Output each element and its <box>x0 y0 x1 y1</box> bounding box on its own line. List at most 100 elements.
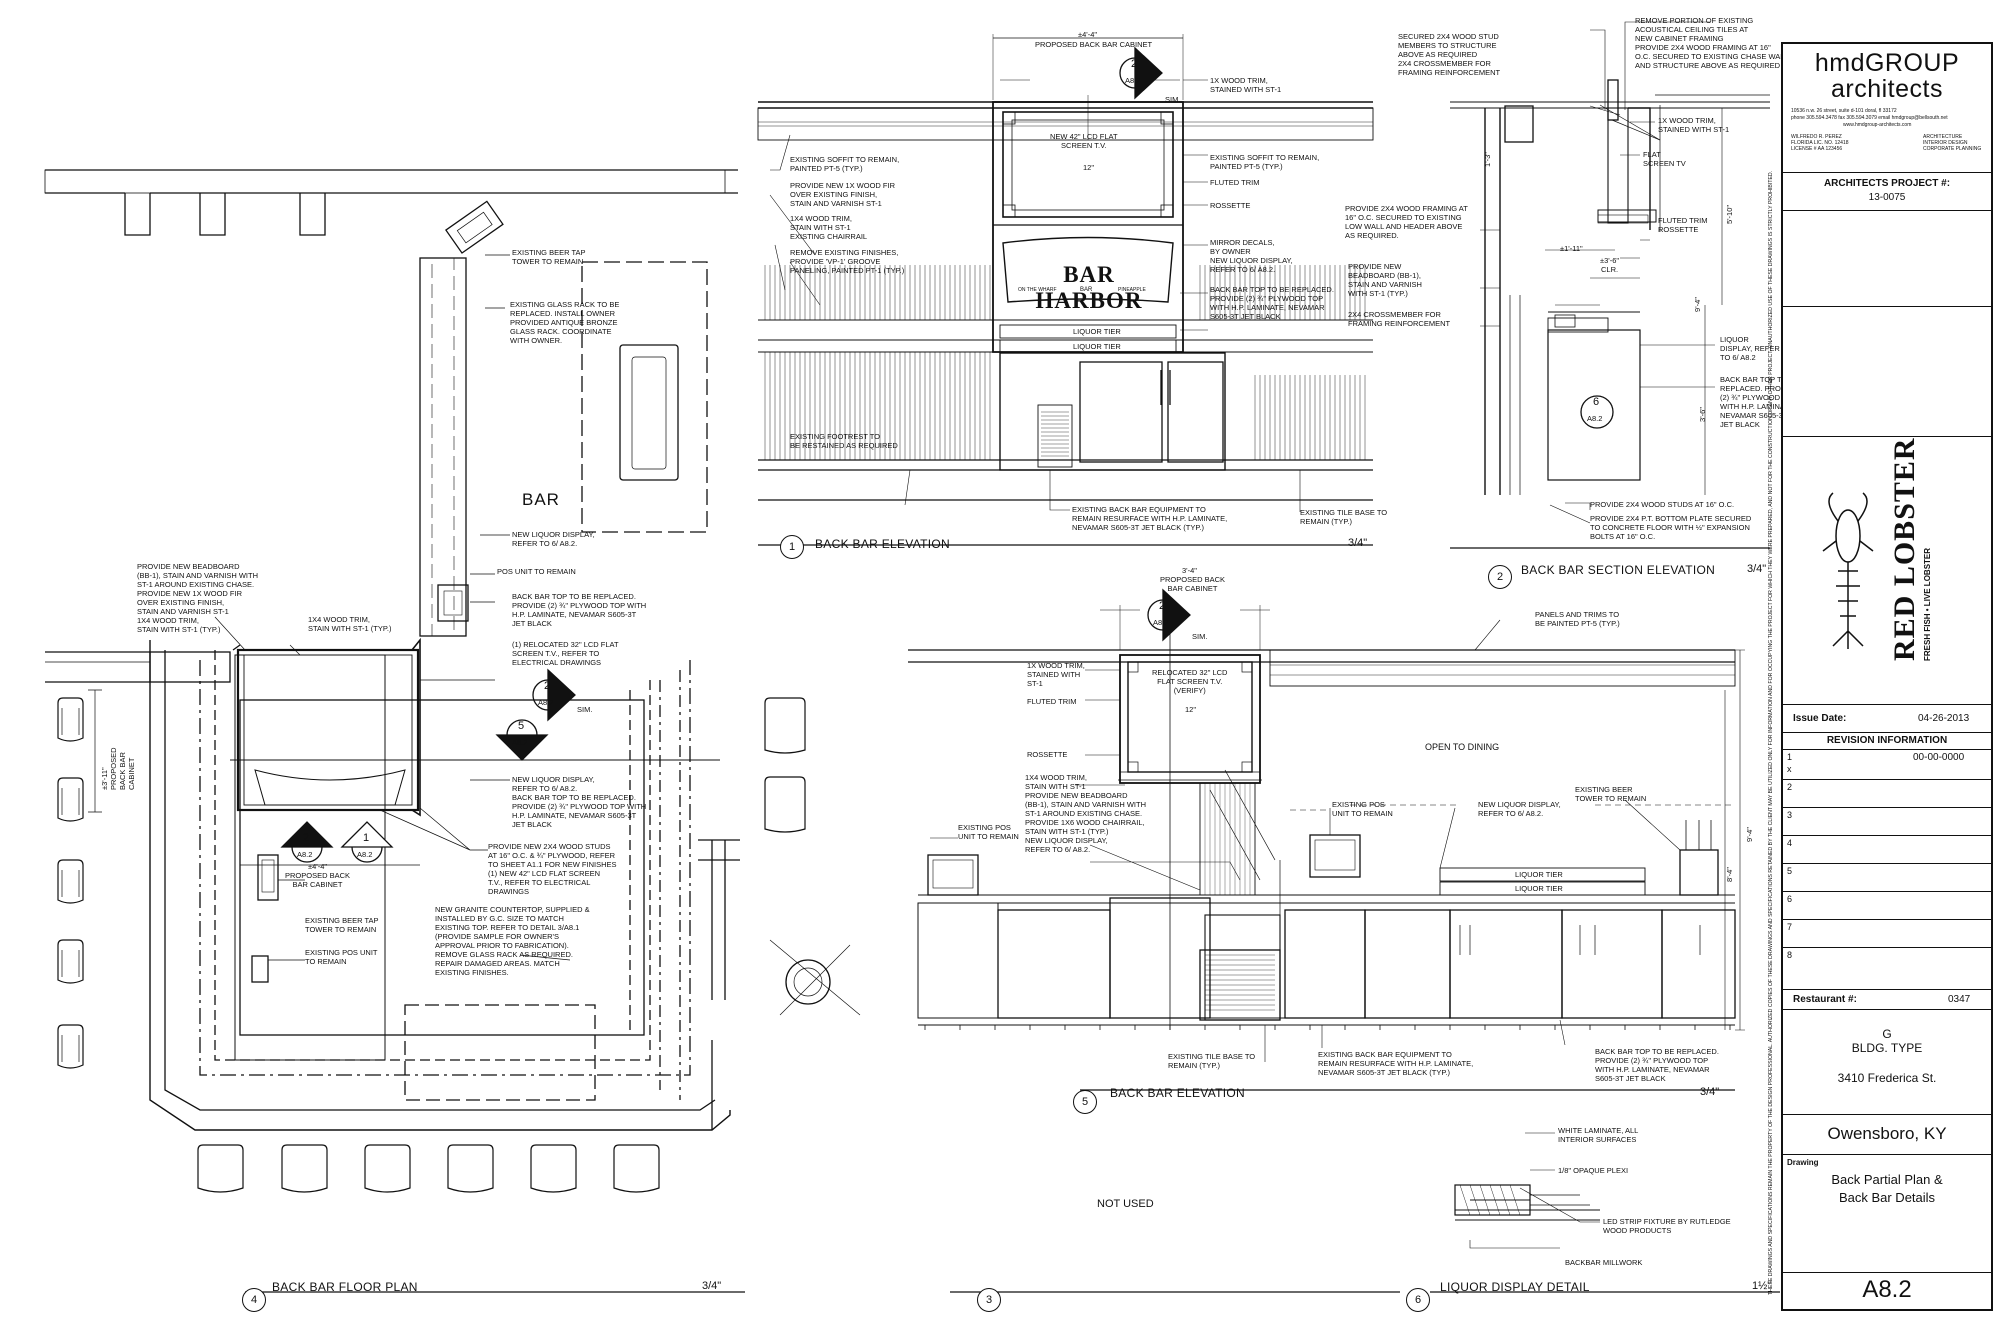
firm-lines-left: Wilfredo R. Perez Florida Lic. No. 12418… <box>1791 134 1849 152</box>
blank-cell <box>1783 306 1991 437</box>
firm-web: www.hmdgroup-architects.com <box>1843 122 1912 128</box>
liquor-display-detail-view-6 <box>1430 1132 1780 1293</box>
sheet-number: A8.2 <box>1862 1276 1912 1303</box>
sheet-number-cell: A8.2 <box>1783 1272 1991 1309</box>
bldg-type: BLDG. TYPE <box>1851 1041 1923 1055</box>
revision-header-cell: REVISION INFORMATION <box>1783 732 1991 750</box>
elev5-tv-label: RELOCATED 32" LCD FLAT SCREEN T.V. (VERI… <box>1152 668 1228 695</box>
elev5-tv-dim: 12" <box>1185 705 1197 714</box>
drawing-title-cell: Drawing Back Partial Plan & Back Bar Det… <box>1783 1154 1991 1273</box>
firm-logo: hmdGROUP architects <box>1814 49 1960 103</box>
section-tag-top: 2 <box>1131 58 1138 70</box>
view-title: LIQUOR DISPLAY DETAIL <box>1440 1280 1590 1294</box>
project-label: ARCHITECTS PROJECT #: <box>1823 178 1951 189</box>
section2-note: FLUTED TRIM ROSSETTE <box>1658 216 1708 234</box>
revision-row: 1 x 00-00-0000 <box>1783 749 1991 780</box>
revision-value: 00-00-0000 <box>1913 752 1965 763</box>
firm-lines-right: Architecture Interior Design Corporate P… <box>1923 134 1982 152</box>
revision-number: 1 <box>1787 752 1793 762</box>
section-tag-top: 6 <box>1593 396 1600 408</box>
elev1-note: EXISTING BACK BAR EQUIPMENT TO REMAIN RE… <box>1072 505 1228 532</box>
section2-note: PROVIDE 2x4 WOOD FRAMING AT 16" O.C. SEC… <box>1345 204 1468 240</box>
elev1-sign-small-l: ON THE WHARF <box>1018 287 1057 293</box>
plan-note: 1x4 WOOD TRIM, STAIN WITH ST-1 (TYP.) <box>308 615 392 633</box>
view-title: BACK BAR FLOOR PLAN <box>272 1280 418 1294</box>
firm-cell: hmdGROUP architects 10536 n.w. 26 street… <box>1783 44 1991 173</box>
view-scale: 1½" <box>1752 1280 1772 1292</box>
plan-bar-label: BAR <box>522 490 560 509</box>
revision-number: 5 <box>1787 866 1793 876</box>
section-tag-top: 2 <box>303 832 310 844</box>
section-tag-top: 2 <box>544 680 551 692</box>
elev1-note: EXISTING FOOTREST TO BE RESTAINED AS REQ… <box>790 432 898 450</box>
view-title: BACK BAR ELEVATION <box>1110 1086 1245 1100</box>
section2-note: PROVIDE 2x4 P.T. BOTTOM PLATE SECURED TO… <box>1590 514 1752 541</box>
back-bar-elevation-view-1 <box>757 34 1374 546</box>
plan-note: ±4'-4" PROPOSED BACK BAR CABINET <box>285 862 351 889</box>
sim-label: SIM. <box>1192 632 1208 641</box>
elev1-sign-main: BAR HARBOR <box>1035 262 1143 313</box>
elev5-label-top: PROPOSED BACK BAR CABINET <box>1160 575 1226 593</box>
back-bar-section-view-2 <box>1450 21 1770 549</box>
revision-number: 7 <box>1787 922 1793 932</box>
project-cell: ARCHITECTS PROJECT #: 13-0075 <box>1783 172 1991 211</box>
elev1-dim-top: ±4'-4" <box>1078 30 1098 39</box>
detail6-note: 1/8" OPAQUE PLEXI <box>1558 1166 1629 1175</box>
client-logo: RED LOBSTER FRESH FISH • LIVE LOBSTER <box>1818 437 1958 671</box>
elev5-dim-top: 3'-4" <box>1182 566 1197 575</box>
revision-row: 4 <box>1783 835 1991 864</box>
elev1-sign-bar: BAR <box>1080 287 1093 293</box>
not-used-label: NOT USED <box>1097 1198 1154 1210</box>
section2-dim: 5'-10" <box>1725 204 1735 225</box>
section2-dim: ±1'-11" <box>1560 244 1583 253</box>
elev5-dim: 8'-4" <box>1724 867 1734 882</box>
view-title: BACK BAR SECTION ELEVATION <box>1521 563 1716 577</box>
elev5-note: ROSSETTE <box>1027 750 1068 759</box>
elev1-label-top: PROPOSED BACK BAR CABINET <box>1035 40 1153 49</box>
elev5-note: EXISTING BACK BAR EQUIPMENT TO REMAIN RE… <box>1318 1050 1474 1077</box>
sim-label: SIM. <box>1165 95 1181 104</box>
sim-label: SIM. <box>577 705 593 714</box>
elev5-note: 1x4 WOOD TRIM, STAIN WITH ST-1 PROVIDE N… <box>1025 773 1146 854</box>
revision-row: 3 <box>1783 807 1991 836</box>
section-tag-bottom: A8.2 <box>357 850 373 859</box>
city-cell: Owensboro, KY <box>1783 1114 1991 1155</box>
view-number-bubble: 5 <box>1073 1090 1097 1114</box>
bldg-letter: G <box>1882 1027 1892 1041</box>
project-number: 13-0075 <box>1868 192 1906 203</box>
view-number-bubble: 1 <box>780 535 804 559</box>
revision-number: 6 <box>1787 894 1793 904</box>
address: 3410 Frederica St. <box>1837 1071 1937 1085</box>
revision-header: REVISION INFORMATION <box>1826 735 1948 746</box>
elev5-note: EXISTING TILE BASE TO REMAIN (TYP.) <box>1168 1052 1256 1070</box>
plan-note: PROVIDE NEW BEADBOARD (BB-1), STAIN AND … <box>137 562 258 634</box>
section-tag-top: 5 <box>518 720 525 732</box>
drawing-title-1: Back Partial Plan & <box>1831 1172 1943 1187</box>
elev1-note: EXISTING TILE BASE TO REMAIN (TYP.) <box>1300 508 1388 526</box>
elev1-tv-dim: 12" <box>1083 163 1095 172</box>
elev1-liquor-tier: LIQUOR TIER <box>1073 327 1121 336</box>
section-tag-bottom: A8.2 <box>512 738 528 747</box>
detail6-note: WHITE LAMINATE, ALL INTERIOR SURFACES <box>1558 1126 1639 1144</box>
plan-note: EXISTING BEER TAP TOWER TO REMAIN <box>512 248 586 266</box>
back-bar-elevation-view-5 <box>908 600 1745 1091</box>
section2-note: 2x4 CROSSMEMBER FOR FRAMING REINFORCEMEN… <box>1348 310 1451 328</box>
issue-date: 04-26-2013 <box>1918 713 1970 724</box>
city: Owensboro, KY <box>1827 1124 1947 1143</box>
elev5-note: EXISTING POS UNIT TO REMAIN <box>1332 800 1393 818</box>
elev5-note: 1x WOOD TRIM, STAINED WITH ST-1 <box>1027 661 1085 688</box>
section-tag-bottom: A8.2 <box>1153 618 1169 627</box>
revision-row: 7 <box>1783 919 1991 948</box>
view-scale: 3/4" <box>1747 563 1767 575</box>
section2-note: 1x WOOD TRIM, STAINED WITH ST-1 <box>1658 116 1730 134</box>
plan-note: NEW GRANITE COUNTERTOP, SUPPLIED & INSTA… <box>435 905 590 977</box>
section2-note: LIQUOR DISPLAY, REFER TO 6/ A8.2 <box>1720 335 1780 362</box>
detail6-note: LED STRIP FIXTURE BY RUTLEDGE WOOD PRODU… <box>1603 1217 1731 1235</box>
building-cell: G BLDG. TYPE 3410 Frederica St. <box>1783 1009 1991 1115</box>
section2-note: PROVIDE 2x4 WOOD STUDS AT 16" O.C. <box>1590 500 1735 509</box>
revision-number: 2 <box>1787 782 1793 792</box>
plan-note: EXISTING GLASS RACK TO BE REPLACED. INST… <box>510 300 620 345</box>
elev1-sign-small-r: PINEAPPLE <box>1118 287 1146 293</box>
plan-note: POS UNIT TO REMAIN <box>497 567 576 576</box>
